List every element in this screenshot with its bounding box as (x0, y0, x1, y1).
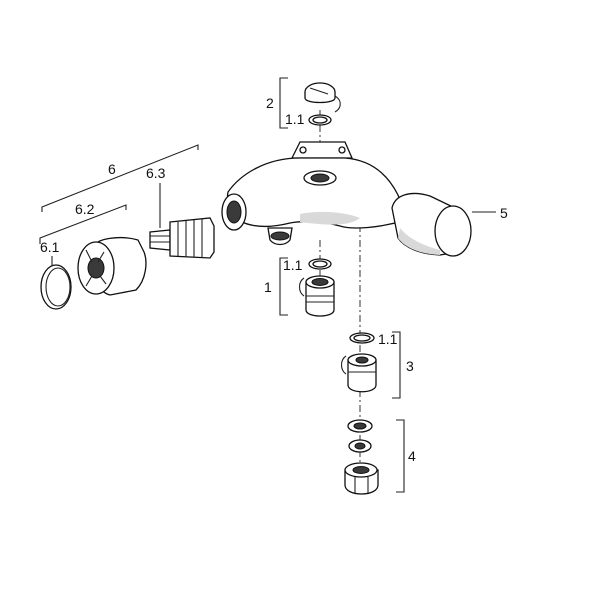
label-2: 2 (266, 95, 274, 111)
bracket-part-4 (396, 419, 405, 493)
body-shell (226, 157, 407, 229)
part-4-nut-assembly (344, 419, 379, 495)
handle-rib-2 (97, 251, 105, 263)
top-cap-rotation-arrow (334, 95, 341, 113)
cartridge-oring-inner (312, 260, 328, 268)
bracket-part-6 (41, 144, 199, 212)
part3-rotation-arrow (340, 355, 347, 375)
cartridge-bore (311, 278, 329, 286)
bracket-part-2 (279, 77, 288, 129)
label-5: 5 (500, 205, 508, 221)
handle-rib-1 (85, 249, 93, 263)
part-6-3-spindle (149, 217, 215, 259)
label-6: 6 (108, 161, 116, 177)
handle-rib-3 (85, 275, 93, 287)
part-3-cartridge (340, 332, 377, 393)
mounting-hole-right (338, 146, 346, 154)
right-handle-shadow (398, 228, 440, 255)
part-6-2-handle (77, 237, 147, 296)
top-cap-side (304, 92, 336, 104)
top-boss-bore (310, 173, 330, 183)
label-1: 1 (264, 279, 272, 295)
part3-bore (355, 356, 369, 364)
bottom-outlet-bore (270, 231, 290, 241)
part-6-1-cover (40, 264, 72, 310)
cartridge-rotation-arrow (298, 277, 305, 297)
part3-body (347, 359, 377, 393)
label-4: 4 (408, 448, 416, 464)
bracket-part-1 (279, 257, 288, 316)
handle-hub (87, 257, 105, 279)
top-cap-slot (309, 87, 329, 95)
part-1-cartridge (298, 258, 335, 317)
label-6-3: 6.3 (146, 165, 166, 181)
washer-2-bore (354, 442, 366, 450)
spindle-tip (149, 229, 171, 251)
label-1-1-mid: 1.1 (283, 257, 303, 273)
washer-1-bore (353, 422, 367, 430)
body-shadow (300, 211, 360, 225)
nut-bore (352, 466, 370, 474)
cover-disc-rim (45, 267, 71, 307)
label-1-1-right: 1.1 (378, 331, 398, 347)
mixer-body (221, 141, 472, 257)
part3-oring-inner (353, 334, 371, 342)
mounting-hole-left (299, 146, 307, 154)
label-6-2: 6.2 (75, 201, 95, 217)
handle-rib-4 (99, 275, 107, 285)
right-handle-cap (434, 205, 472, 257)
part-2-top-cap (304, 82, 341, 126)
spindle-body (169, 217, 215, 259)
bracket-part-6-2 (39, 204, 127, 244)
label-6-1: 6.1 (40, 239, 60, 255)
cartridge-body (305, 281, 335, 317)
bracket-part-3 (392, 331, 401, 399)
left-inlet-bore (226, 200, 242, 224)
label-3: 3 (406, 358, 414, 374)
label-1-1-top: 1.1 (285, 111, 305, 127)
top-oring-inner (312, 116, 328, 124)
